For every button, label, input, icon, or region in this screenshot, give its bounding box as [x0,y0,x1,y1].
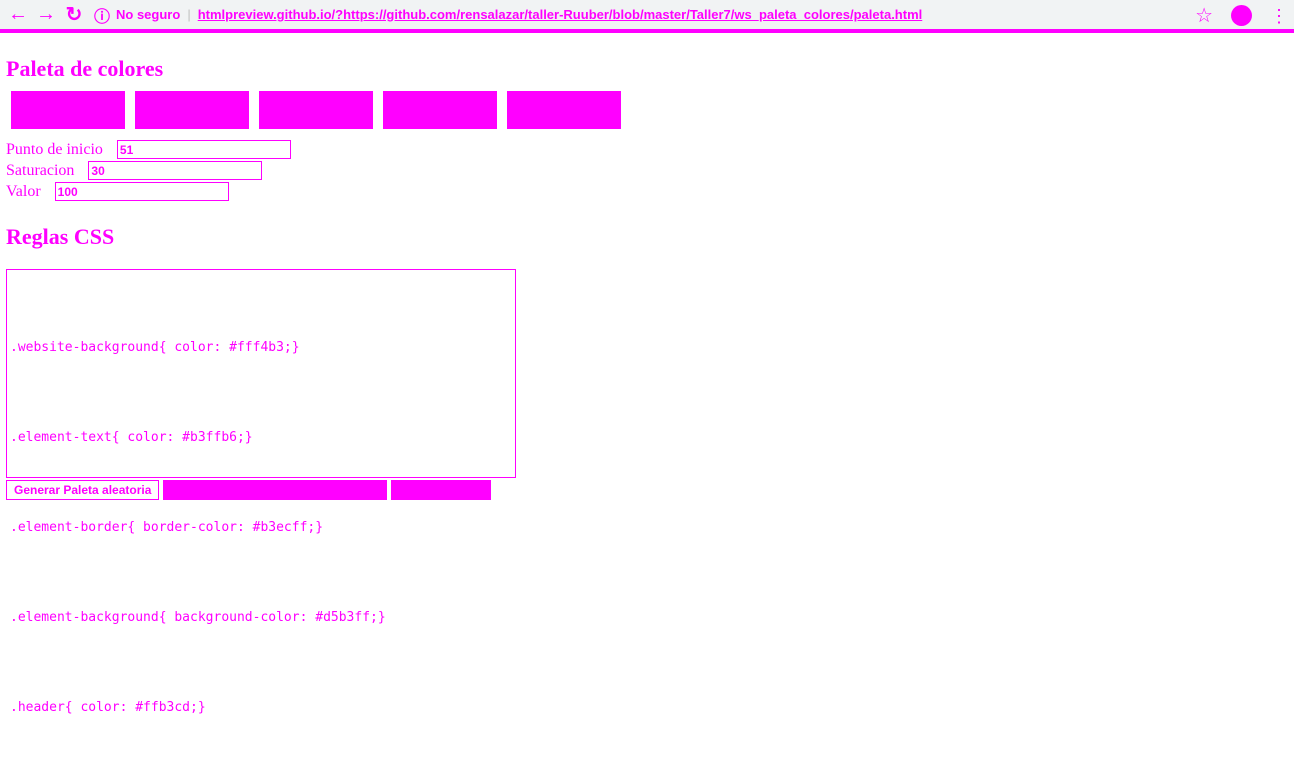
saturation-row: Saturacion [6,161,263,180]
css-rules-textarea[interactable]: .website-background{ color: #fff4b3;} .e… [6,269,516,715]
info-icon[interactable]: ⓘ [94,8,111,26]
toolbar-right: ☆ ⋮ [1195,3,1288,28]
css-rule-3: .element-border{ border-color: #b3ecff;} [10,520,324,535]
css-rule-5: .header{ color: #ffb3cd;} [10,700,206,715]
palette-title: Paleta de colores [6,56,164,81]
browser-toolbar: ← → ↻ ⓘ No seguro | htmlpreview.github.i… [0,0,1294,33]
start-point-row: Punto de inicio [6,140,291,159]
saturation-input[interactable] [88,161,263,180]
back-icon[interactable]: ← [8,3,28,25]
bookmark-star-icon[interactable]: ☆ [1195,5,1213,27]
swatch-2 [135,91,249,129]
value-label: Valor [6,182,41,200]
saturation-label: Saturacion [6,161,75,179]
swatch-4 [383,91,497,129]
action-buttons: Generar Paleta aleatoria [6,480,492,500]
profile-avatar[interactable] [1231,5,1252,26]
css-rules-title: Reglas CSS [6,224,115,249]
forward-icon[interactable]: → [36,3,56,25]
url-text[interactable]: htmlpreview.github.io/?https://github.co… [197,7,923,22]
value-row: Valor [6,182,229,201]
menu-icon[interactable]: ⋮ [1270,5,1288,26]
swatch-5 [507,91,621,129]
css-rule-2: .element-text{ color: #b3ffb6;} [10,430,253,445]
security-label: No seguro [116,7,181,22]
reload-icon[interactable]: ↻ [65,4,83,26]
start-point-label: Punto de inicio [6,140,103,158]
swatch-1 [11,91,125,129]
css-rule-1: .website-background{ color: #fff4b3;} [10,340,300,355]
value-input[interactable] [54,182,229,201]
swatch-3 [259,91,373,129]
action-button-2[interactable] [163,480,388,500]
action-button-3[interactable] [391,480,492,500]
separator: | [187,7,191,22]
address-bar[interactable]: ⓘ No seguro | htmlpreview.github.io/?htt… [94,3,1154,27]
css-rule-4: .element-background{ background-color: #… [10,610,386,625]
color-swatches [11,91,621,129]
generate-palette-button[interactable]: Generar Paleta aleatoria [6,480,160,500]
start-point-input[interactable] [116,140,291,159]
